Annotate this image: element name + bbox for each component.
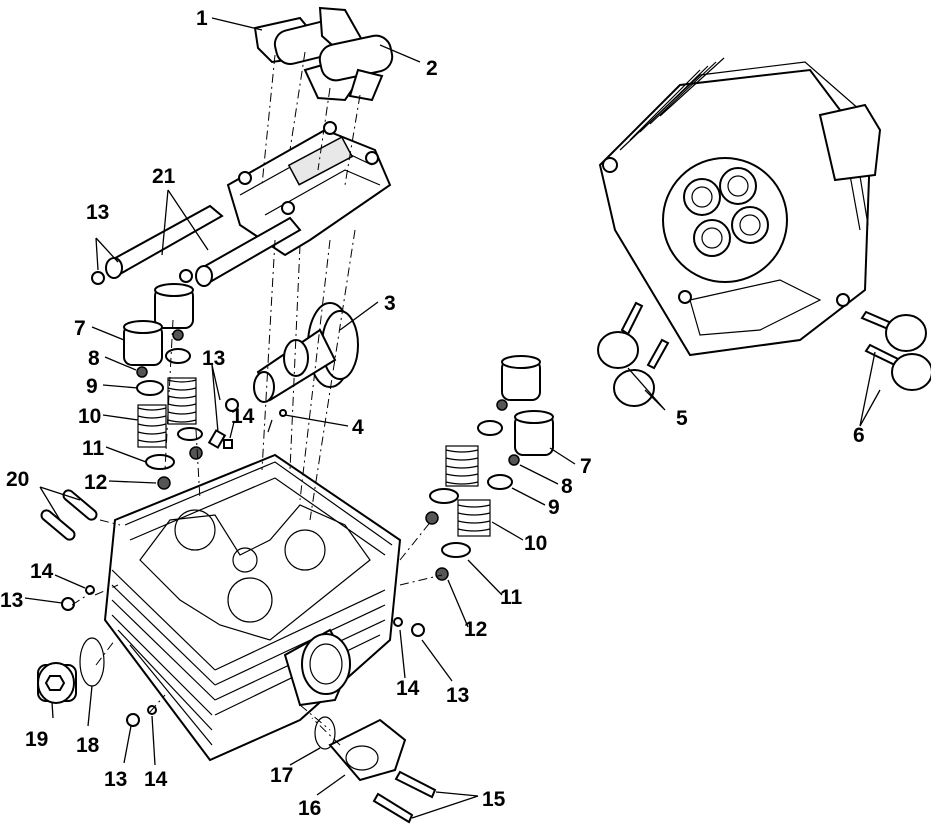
callout-2: 2 bbox=[426, 57, 438, 80]
bolt-15 bbox=[372, 770, 437, 824]
cylinder-head-bottom-view bbox=[598, 57, 882, 357]
callout-9-right: 9 bbox=[548, 496, 560, 519]
callout-5: 5 bbox=[676, 407, 688, 430]
callout-1: 1 bbox=[196, 7, 208, 30]
tappet-7-left bbox=[123, 283, 194, 366]
spring-10-left bbox=[137, 377, 197, 448]
callout-17: 17 bbox=[270, 764, 293, 787]
bolt-13-bottom bbox=[126, 713, 140, 727]
callout-13-camshaft: 13 bbox=[202, 347, 225, 370]
callout-21: 21 bbox=[152, 165, 176, 188]
retainer-9-right bbox=[477, 420, 513, 490]
bolt-13-shaft-a bbox=[91, 271, 105, 285]
leader-lines bbox=[24, 17, 881, 819]
rocker-arm-2 bbox=[303, 34, 394, 102]
assembly-lines bbox=[71, 51, 443, 746]
bolt-13-right bbox=[411, 623, 425, 637]
callout-13-bottom: 13 bbox=[104, 768, 127, 791]
callout-7-left: 7 bbox=[74, 317, 86, 340]
bolt-13-left bbox=[61, 597, 75, 611]
callout-14-right: 14 bbox=[396, 677, 420, 700]
callout-12-right: 12 bbox=[464, 618, 487, 641]
cylinder-head bbox=[103, 453, 402, 762]
valve-6 bbox=[860, 310, 931, 391]
seal-12-left bbox=[157, 446, 203, 490]
callout-9-left: 9 bbox=[86, 375, 98, 398]
callout-18: 18 bbox=[76, 734, 100, 757]
spring-10-right bbox=[445, 445, 491, 537]
callout-6: 6 bbox=[853, 424, 865, 447]
rocker-support bbox=[226, 121, 392, 257]
callout-7-right: 7 bbox=[580, 455, 592, 478]
o-ring-18 bbox=[79, 637, 105, 687]
pin-4 bbox=[267, 409, 287, 433]
callout-8-left: 8 bbox=[88, 347, 100, 370]
callout-8-right: 8 bbox=[561, 475, 573, 498]
callout-3: 3 bbox=[384, 292, 396, 315]
washer-14-right bbox=[393, 617, 403, 627]
callout-14-bottom: 14 bbox=[144, 768, 168, 791]
callout-11-left: 11 bbox=[82, 437, 105, 460]
callout-4: 4 bbox=[352, 416, 364, 439]
washer-14-camshaft bbox=[207, 429, 233, 449]
camshaft bbox=[253, 302, 359, 403]
callout-16: 16 bbox=[298, 797, 321, 820]
seal-12-right bbox=[425, 511, 449, 581]
callout-19: 19 bbox=[25, 728, 48, 751]
callout-13-left: 13 bbox=[0, 589, 23, 612]
bolt-13-camshaft bbox=[225, 398, 239, 412]
rocker-shaft bbox=[105, 204, 302, 287]
callout-15: 15 bbox=[482, 788, 506, 811]
callout-12-left: 12 bbox=[84, 471, 107, 494]
water-housing-16 bbox=[328, 718, 407, 782]
callout-10-left: 10 bbox=[78, 405, 101, 428]
callout-14-left: 14 bbox=[30, 560, 54, 583]
tappet-7-right bbox=[501, 355, 554, 456]
bolt-13-shaft-b bbox=[179, 269, 193, 283]
callout-11-right: 11 bbox=[500, 586, 523, 609]
valve-5 bbox=[597, 301, 670, 407]
retainer-9-left bbox=[136, 348, 191, 396]
seat-11-right bbox=[429, 488, 471, 558]
keeper-8-right bbox=[496, 399, 520, 466]
callout-labels: 1 2 3 4 5 6 7 7 8 8 9 9 10 10 11 11 12 1… bbox=[0, 7, 865, 820]
plug-19 bbox=[37, 662, 77, 704]
o-ring-17 bbox=[314, 716, 336, 750]
keeper-8-left bbox=[136, 329, 184, 378]
callout-20: 20 bbox=[6, 468, 29, 491]
callout-13-right: 13 bbox=[446, 684, 469, 707]
callout-14-camshaft: 14 bbox=[231, 405, 255, 428]
callout-10-right: 10 bbox=[524, 532, 547, 555]
callout-13-shaft: 13 bbox=[86, 201, 109, 224]
